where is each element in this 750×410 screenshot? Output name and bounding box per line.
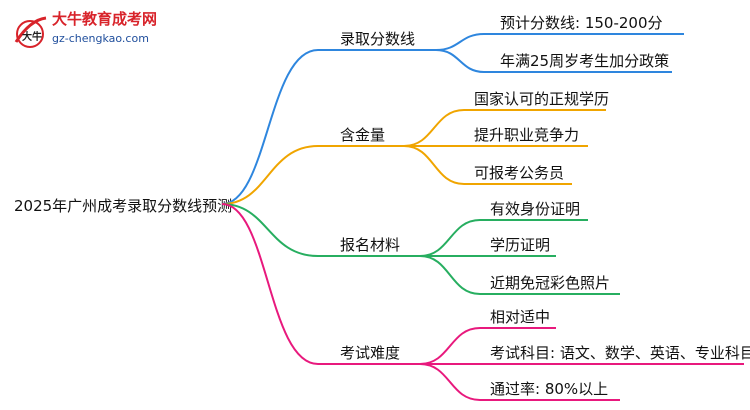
branch-label: 报名材料: [340, 236, 400, 254]
branch-1-connector: [221, 145, 404, 205]
leaf-connector: [403, 109, 606, 147]
leaf-label: 国家认可的正规学历: [474, 90, 609, 108]
leaf-connector: [403, 145, 572, 185]
leaf-label: 提升职业竞争力: [474, 126, 579, 144]
leaf-label: 学历证明: [490, 236, 550, 254]
branch-0-connector: [221, 49, 436, 205]
site-logo[interactable]: 大牛教育成考网 gz-chengkao.com: [8, 6, 178, 56]
leaf-connector: [419, 363, 620, 401]
logo-site-name: 大牛教育成考网: [52, 10, 158, 28]
leaf-label: 相对适中: [490, 308, 550, 326]
logo-site-url: gz-chengkao.com: [52, 32, 149, 45]
leaf-connector: [419, 219, 588, 257]
branch-3-connector: [221, 203, 420, 365]
logo-mark-icon: 大牛: [14, 16, 47, 48]
branch-label: 含金量: [340, 126, 385, 144]
leaf-label: 预计分数线: 150-200分: [500, 14, 663, 32]
branch-2-connector: [221, 203, 420, 257]
leaf-label: 通过率: 80%以上: [490, 380, 608, 398]
leaf-label: 可报考公务员: [474, 164, 564, 182]
leaf-connector: [435, 49, 672, 73]
leaf-label: 近期免冠彩色照片: [490, 274, 610, 292]
logo-mark-text: 大牛: [22, 30, 42, 43]
leaf-connector: [435, 33, 684, 51]
leaf-label: 年满25周岁考生加分政策: [500, 52, 669, 70]
root-topic: 2025年广州成考录取分数线预测: [14, 197, 232, 215]
leaf-label: 考试科目: 语文、数学、英语、专业科目: [490, 344, 750, 362]
branch-label: 录取分数线: [340, 30, 415, 48]
leaf-connector: [419, 327, 556, 365]
branch-label: 考试难度: [340, 344, 400, 362]
leaf-label: 有效身份证明: [490, 200, 580, 218]
leaf-connector: [419, 255, 620, 295]
